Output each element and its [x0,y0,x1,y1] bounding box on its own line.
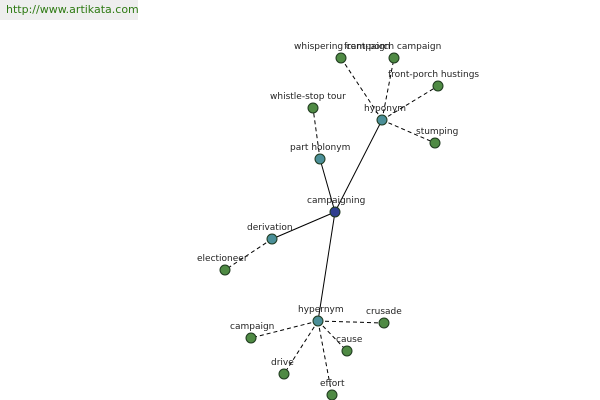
node-marker-campaign[interactable] [245,332,257,344]
node-label-hypernym[interactable]: hypernym [298,305,344,315]
edge-hyponym-to-front-porch-campaign [381,57,395,121]
node-front-porch-hustings[interactable]: front-porch hustings [388,70,479,92]
node-label-whispering-campaign[interactable]: whispering campaign [294,42,390,52]
node-effort[interactable]: effort [320,379,345,400]
edge-hyponym-to-whispering-campaign [340,57,383,121]
node-marker-derivation[interactable] [266,233,278,245]
node-part-holonym[interactable]: part holonym [290,143,350,165]
node-campaigning[interactable]: campaigning [307,196,365,218]
node-cause[interactable]: cause [336,335,363,357]
node-hypernym[interactable]: hypernym [298,305,344,327]
edge-hypernym-to-drive [283,320,319,375]
edge-derivation-to-electioneer [224,238,273,271]
node-label-hyponym[interactable]: hyponym [364,104,406,114]
node-marker-hypernym[interactable] [312,315,324,327]
edge-campaigning-to-hypernym [317,211,336,322]
edge-hypernym-to-crusade [317,320,385,324]
node-label-stumping[interactable]: stumping [416,127,458,137]
node-label-drive[interactable]: drive [271,358,294,368]
node-marker-cause[interactable] [341,345,353,357]
node-label-crusade[interactable]: crusade [366,307,402,317]
node-label-campaigning[interactable]: campaigning [307,196,365,206]
node-label-derivation[interactable]: derivation [247,223,293,233]
node-label-effort[interactable]: effort [320,379,345,389]
node-label-cause[interactable]: cause [336,335,363,345]
edges-layer [224,57,439,396]
node-label-whistle-stop-tour[interactable]: whistle-stop tour [270,92,346,102]
edge-hypernym-to-effort [317,320,333,396]
node-label-front-porch-hustings[interactable]: front-porch hustings [388,70,479,80]
node-crusade[interactable]: crusade [366,307,402,329]
node-whistle-stop-tour[interactable]: whistle-stop tour [270,92,346,114]
edge-campaigning-to-part-holonym [319,158,336,213]
edge-campaigning-to-derivation [271,211,336,240]
node-marker-drive[interactable] [278,368,290,380]
edge-hyponym-to-stumping [381,119,436,144]
edge-hypernym-to-campaign [250,320,319,339]
node-marker-front-porch-hustings[interactable] [432,80,444,92]
edge-campaigning-to-hyponym [334,119,383,213]
node-marker-whispering-campaign[interactable] [335,52,347,64]
node-marker-effort[interactable] [326,389,338,400]
node-marker-stumping[interactable] [429,137,441,149]
node-marker-crusade[interactable] [378,317,390,329]
node-label-campaign[interactable]: campaign [230,322,274,332]
node-campaign[interactable]: campaign [230,322,274,344]
nodes-layer: campaigning hyponym part holonym derivation… [197,42,479,400]
node-derivation[interactable]: derivation [247,223,293,245]
node-front-porch-campaign[interactable]: front-porch campaign [344,42,441,64]
node-marker-campaigning[interactable] [329,206,341,218]
node-label-part-holonym[interactable]: part holonym [290,143,350,153]
edge-hyponym-to-front-porch-hustings [381,85,439,121]
edge-part-holonym-to-whistle-stop-tour [312,107,321,160]
node-drive[interactable]: drive [271,358,294,380]
site-banner: http://www.artikata.com [0,0,139,20]
node-label-front-porch-campaign[interactable]: front-porch campaign [344,42,441,52]
node-marker-electioneer[interactable] [219,264,231,276]
node-marker-part-holonym[interactable] [314,153,326,165]
site-url-link[interactable]: http://www.artikata.com [6,3,139,16]
node-marker-hyponym[interactable] [376,114,388,126]
node-whispering-campaign[interactable]: whispering campaign [294,42,390,64]
node-label-electioneer[interactable]: electioneer [197,254,248,264]
node-marker-front-porch-campaign[interactable] [388,52,400,64]
node-stumping[interactable]: stumping [416,127,458,149]
node-hyponym[interactable]: hyponym [364,104,406,126]
node-marker-whistle-stop-tour[interactable] [307,102,319,114]
node-electioneer[interactable]: electioneer [197,254,248,276]
